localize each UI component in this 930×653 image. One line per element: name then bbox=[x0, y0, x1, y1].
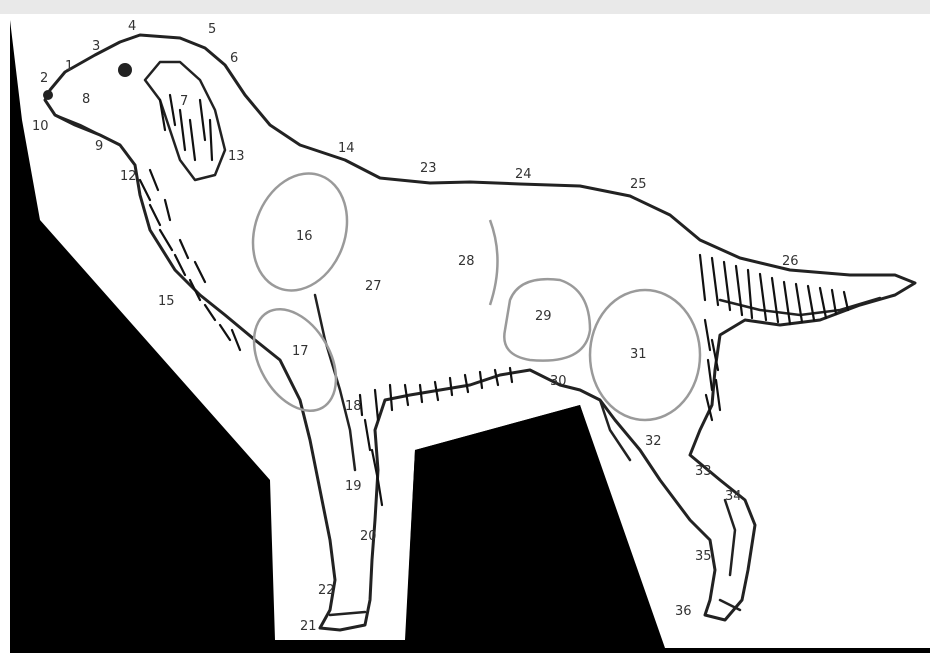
label-4: 4 bbox=[128, 19, 136, 34]
label-27: 27 bbox=[365, 279, 382, 294]
label-2: 2 bbox=[40, 71, 48, 86]
label-35: 35 bbox=[695, 549, 712, 564]
label-3: 3 bbox=[92, 39, 100, 54]
label-22: 22 bbox=[318, 583, 335, 598]
label-10: 10 bbox=[32, 119, 49, 134]
label-5: 5 bbox=[208, 22, 216, 37]
dog-nose bbox=[43, 90, 53, 100]
dog-eye bbox=[118, 63, 132, 77]
label-31: 31 bbox=[630, 347, 647, 362]
label-8: 8 bbox=[82, 92, 90, 107]
label-17: 17 bbox=[292, 344, 309, 359]
label-32: 32 bbox=[645, 434, 662, 449]
label-19: 19 bbox=[345, 479, 362, 494]
label-34: 34 bbox=[725, 489, 742, 504]
label-36: 36 bbox=[675, 604, 692, 619]
label-29: 29 bbox=[535, 309, 552, 324]
label-12: 12 bbox=[120, 169, 137, 184]
label-14: 14 bbox=[338, 141, 355, 156]
label-23: 23 bbox=[420, 161, 437, 176]
label-33: 33 bbox=[695, 464, 712, 479]
label-20: 20 bbox=[360, 529, 377, 544]
label-18: 18 bbox=[345, 399, 362, 414]
label-9: 9 bbox=[95, 139, 103, 154]
label-1: 1 bbox=[65, 59, 73, 74]
label-28: 28 bbox=[458, 254, 475, 269]
label-6: 6 bbox=[230, 51, 238, 66]
label-26: 26 bbox=[782, 254, 799, 269]
label-30: 30 bbox=[550, 374, 567, 389]
top-bar bbox=[0, 0, 930, 14]
black-background-right-triangle bbox=[405, 405, 665, 648]
label-13: 13 bbox=[228, 149, 245, 164]
label-24: 24 bbox=[515, 167, 532, 182]
label-7: 7 bbox=[180, 94, 188, 109]
label-21: 21 bbox=[300, 619, 317, 634]
label-15: 15 bbox=[158, 294, 175, 309]
label-25: 25 bbox=[630, 177, 647, 192]
label-16: 16 bbox=[296, 229, 313, 244]
